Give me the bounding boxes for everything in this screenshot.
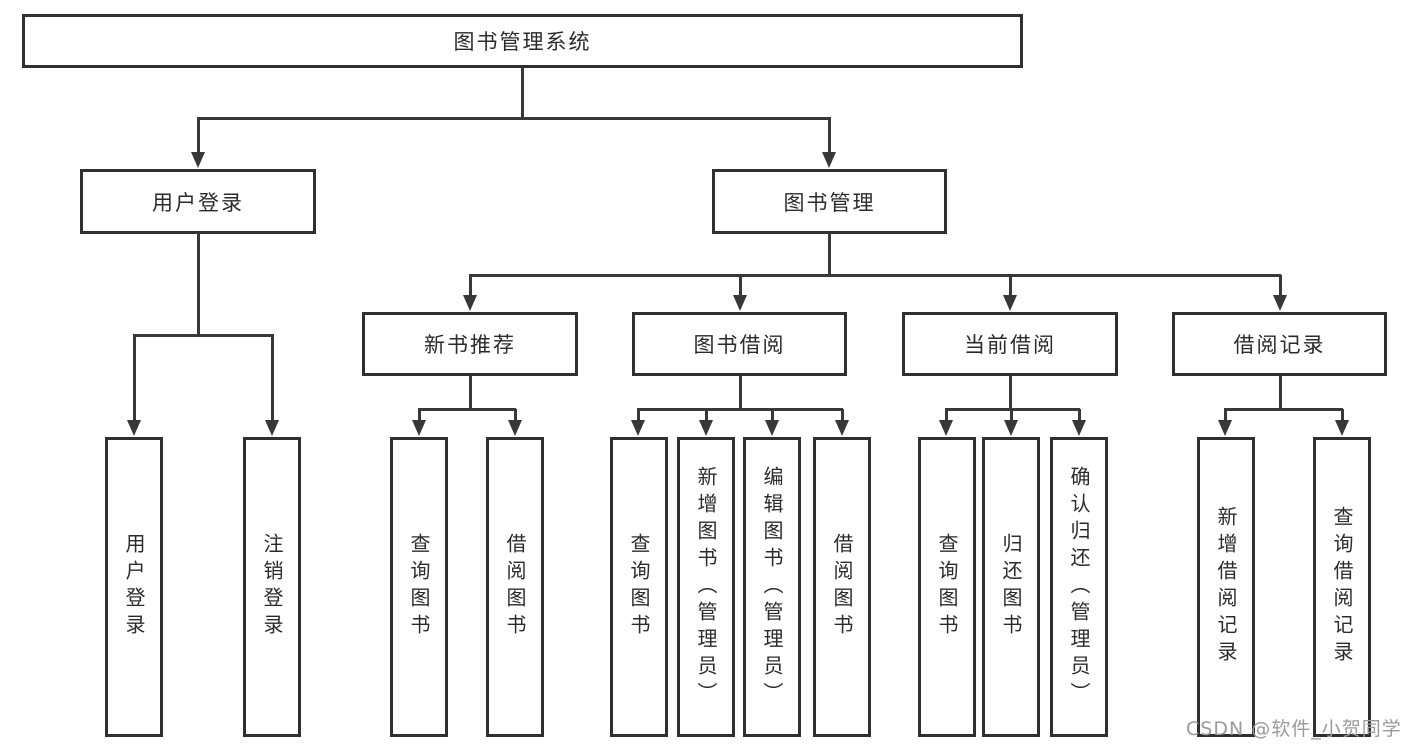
connector-line [514, 409, 517, 422]
arrow-down-icon [699, 420, 713, 436]
arrow-down-icon [1273, 295, 1287, 311]
leaf-label: 查询图书 [407, 533, 431, 641]
arrow-down-icon [127, 420, 141, 436]
leaf-label: 借阅图书 [503, 533, 527, 641]
leaf-add-borrow-record: 新增借阅记录 [1197, 437, 1255, 737]
leaf-label: 归还图书 [999, 533, 1023, 641]
leaf-user-login: 用户登录 [105, 437, 163, 737]
csdn-watermark: CSDN @软件_小贺同学 [1186, 718, 1402, 740]
leaf-query-books-2: 查询图书 [610, 437, 668, 737]
leaf-label: 借阅图书 [830, 533, 854, 641]
leaf-label: 查询图书 [935, 533, 959, 641]
arrow-down-icon [822, 152, 836, 168]
node-borrow-records: 借阅记录 [1172, 312, 1387, 376]
leaf-borrow-books-2: 借阅图书 [813, 437, 871, 737]
arrow-down-icon [631, 420, 645, 436]
connector-line [469, 274, 1281, 277]
node-new-book-recommend: 新书推荐 [362, 312, 578, 376]
leaf-label: 确认归还（管理员） [1067, 465, 1091, 709]
connector-line [521, 68, 524, 118]
connector-line [705, 409, 708, 422]
node-book-borrow: 图书借阅 [632, 312, 847, 376]
leaf-label: 查询借阅记录 [1330, 506, 1354, 668]
leaf-label: 用户登录 [122, 533, 146, 641]
connector-line [739, 275, 742, 297]
arrow-down-icon [412, 420, 426, 436]
connector-line [828, 118, 831, 154]
connector-line [133, 335, 136, 422]
connector-line [637, 408, 843, 411]
arrow-down-icon [265, 420, 279, 436]
connector-line [1279, 376, 1282, 409]
leaf-logout: 注销登录 [243, 437, 301, 737]
connector-line [1009, 376, 1012, 409]
connector-line [1341, 409, 1344, 422]
leaf-label: 新增借阅记录 [1214, 506, 1238, 668]
arrow-down-icon [1218, 420, 1232, 436]
connector-line [271, 335, 274, 422]
arrow-down-icon [508, 420, 522, 436]
connector-line [197, 117, 831, 120]
leaf-add-book-admin: 新增图书（管理员） [677, 437, 735, 737]
leaf-return-book: 归还图书 [982, 437, 1040, 737]
connector-line [945, 409, 948, 422]
connector-line [841, 409, 844, 422]
connector-line [418, 409, 421, 422]
leaf-label: 新增图书（管理员） [694, 465, 718, 709]
connector-line [1224, 408, 1343, 411]
leaf-label: 编辑图书（管理员） [760, 465, 784, 709]
leaf-label: 注销登录 [260, 533, 284, 641]
arrow-down-icon [463, 295, 477, 311]
connector-line [133, 334, 274, 337]
node-current-borrow: 当前借阅 [902, 312, 1118, 376]
leaf-borrow-books-1: 借阅图书 [486, 437, 544, 737]
arrow-down-icon [733, 295, 747, 311]
node-root: 图书管理系统 [22, 14, 1023, 68]
connector-line [1078, 409, 1081, 422]
leaf-query-books-3: 查询图书 [918, 437, 976, 737]
connector-line [828, 233, 831, 275]
arrow-down-icon [835, 420, 849, 436]
arrow-down-icon [765, 420, 779, 436]
leaf-label: 查询图书 [627, 533, 651, 641]
connector-line [739, 376, 742, 409]
node-user-login: 用户登录 [80, 169, 316, 234]
connector-line [1279, 275, 1282, 297]
leaf-edit-book-admin: 编辑图书（管理员） [743, 437, 801, 737]
connector-line [469, 376, 472, 409]
node-book-management: 图书管理 [712, 169, 947, 234]
connector-line [418, 408, 516, 411]
connector-line [1010, 409, 1013, 422]
connector-line [197, 233, 200, 335]
connector-line [771, 409, 774, 422]
connector-line [1224, 409, 1227, 422]
connector-line [1009, 275, 1012, 297]
arrow-down-icon [1072, 420, 1086, 436]
arrow-down-icon [1003, 295, 1017, 311]
connector-line [637, 409, 640, 422]
arrow-down-icon [1004, 420, 1018, 436]
connector-line [197, 118, 200, 154]
leaf-query-borrow-record: 查询借阅记录 [1313, 437, 1371, 737]
leaf-query-books-1: 查询图书 [390, 437, 448, 737]
arrow-down-icon [939, 420, 953, 436]
arrow-down-icon [1335, 420, 1349, 436]
connector-line [469, 275, 472, 297]
leaf-confirm-return-admin: 确认归还（管理员） [1050, 437, 1108, 737]
arrow-down-icon [191, 152, 205, 168]
